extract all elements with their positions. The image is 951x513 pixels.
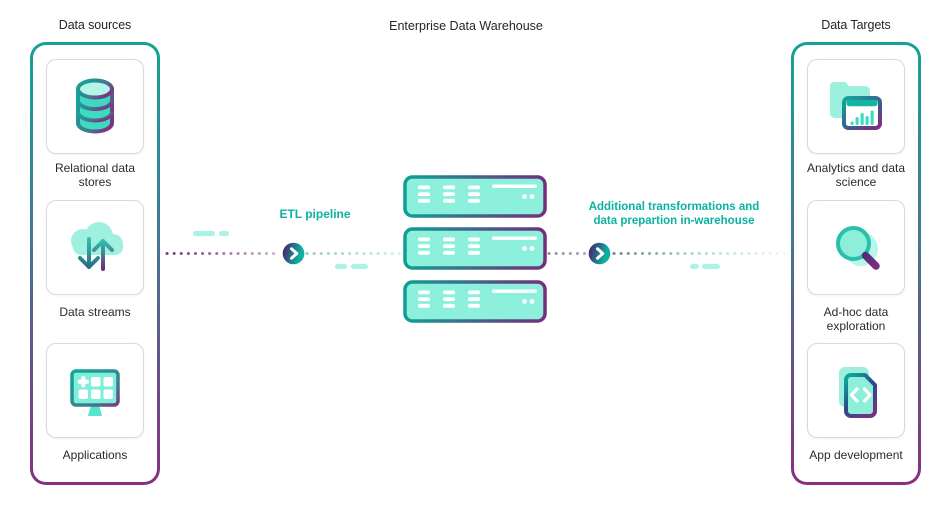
motion-dash [351,264,368,269]
analytics-folder-icon [830,81,882,130]
target-label-analytics: Analytics and data science [806,161,906,190]
flow-arrow-badge [588,242,611,265]
source-label-applications: Applications [62,448,128,462]
etl-pipeline-label: ETL pipeline [279,207,351,221]
code-document-icon [839,366,877,418]
sources-title: Data sources [58,18,132,32]
targets-title: Data Targets [821,18,891,32]
source-card-relational [46,59,144,154]
magnifier-icon [836,225,880,270]
target-label-appdev: App development [809,448,903,462]
warehouse-transform-label: Additional transformations and data prep… [588,201,760,227]
server-icon [403,227,547,270]
server-icon [403,280,547,323]
motion-dash [690,264,699,269]
server-icon [403,175,547,218]
applications-monitor-icon [70,368,120,416]
motion-dash [702,264,720,269]
target-label-adhoc: Ad-hoc data exploration [823,305,889,334]
motion-dash [219,231,229,236]
database-icon [76,78,114,133]
motion-dash [193,231,215,236]
flow-arrow-badge [282,242,305,265]
target-card-analytics [807,59,905,154]
source-card-applications [46,343,144,438]
warehouse-title: Enterprise Data Warehouse [389,19,543,33]
motion-dash [335,264,347,269]
source-card-streams [46,200,144,295]
target-card-appdev [807,343,905,438]
source-label-streams: Data streams [59,305,131,319]
cloud-sync-icon [71,221,123,271]
target-card-adhoc [807,200,905,295]
source-label-relational: Relational data stores [54,161,136,190]
